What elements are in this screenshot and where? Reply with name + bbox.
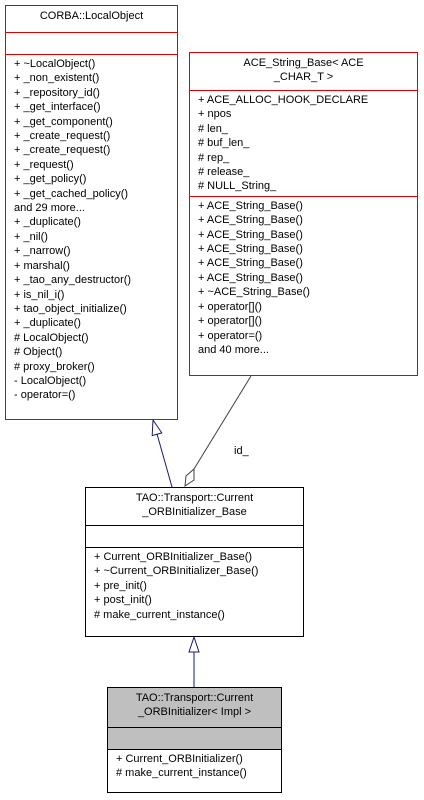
method-item: + _get_component() (14, 115, 113, 128)
attribute-item: # release_ (198, 166, 250, 179)
method-item: + ACE_String_Base() (198, 271, 303, 284)
method-item: + operator=() (198, 329, 263, 342)
method-item: + ~Current_ORBInitializer_Base() (94, 565, 259, 578)
method-item: + _duplicate() (14, 317, 81, 330)
methods-section: + ACE_String_Base() + ACE_String_Base() … (190, 197, 417, 359)
attribute-item: # NULL_String_ (198, 180, 277, 193)
inheritance-arrowhead-base (188, 635, 200, 653)
method-item: + ~LocalObject() (14, 58, 96, 70)
method-item: + ACE_String_Base() (198, 228, 303, 241)
attributes-section: + ACE_ALLOC_HOOK_DECLARE + npos # len_ #… (190, 91, 417, 197)
method-item: + tao_object_initialize() (14, 302, 127, 315)
class-title-line: TAO::Transport::Current (135, 492, 254, 504)
attributes-section-empty (86, 526, 303, 548)
attribute-item: # buf_len_ (198, 137, 250, 150)
method-item: + ACE_String_Base() (198, 214, 303, 227)
method-item: + _get_cached_policy() (14, 187, 129, 200)
method-item: + _nil() (14, 230, 48, 243)
method-item: + _duplicate() (14, 216, 81, 229)
class-title-line: TAO::Transport::Current (135, 692, 254, 704)
attribute-item: # len_ (198, 122, 228, 135)
class-ace-string-base[interactable]: ACE_String_Base< ACE _CHAR_T > + ACE_ALL… (189, 52, 418, 376)
method-item: + _get_policy() (14, 173, 87, 186)
more-methods-link[interactable]: and 40 more... (198, 343, 269, 356)
method-item: # make_current_instance() (116, 767, 247, 780)
method-item: # make_current_instance() (94, 608, 225, 621)
method-item: # proxy_broker() (14, 360, 95, 373)
method-item: + _repository_id() (14, 86, 100, 99)
method-item: # LocalObject() (14, 331, 89, 344)
method-item: + _request() (14, 158, 74, 171)
inheritance-edge-base-to-localobject (156, 433, 173, 488)
method-item: + _tao_any_destructor() (14, 274, 132, 287)
class-title-line: _ORBInitializer< Impl > (137, 706, 252, 718)
method-item: + _get_interface() (14, 101, 101, 114)
method-item: + Current_ORBInitializer_Base() (94, 551, 253, 563)
methods-section: + ~LocalObject() + _non_existent() + _re… (6, 55, 177, 405)
class-title-line: _CHAR_T > (273, 71, 334, 83)
class-current-orbinitializer-base[interactable]: TAO::Transport::Current _ORBInitializer_… (85, 487, 304, 637)
class-title-line: _ORBInitializer_Base (142, 506, 247, 518)
class-title: CORBA::LocalObject (6, 6, 177, 33)
more-methods-link[interactable]: and 29 more... (14, 202, 85, 215)
composition-diamond (184, 467, 195, 488)
method-item: + _narrow() (14, 245, 71, 258)
attribute-item: + ACE_ALLOC_HOOK_DECLARE (198, 94, 369, 106)
method-item: + ACE_String_Base() (198, 243, 303, 256)
method-item: + is_nil_i() (14, 288, 65, 301)
method-item: + operator[]() (198, 300, 262, 313)
inheritance-arrowhead-localobject (151, 418, 163, 437)
attributes-section-empty (108, 728, 281, 750)
class-current-orbinitializer-impl[interactable]: TAO::Transport::Current _ORBInitializer<… (107, 687, 282, 793)
method-item: - operator=() (14, 389, 76, 402)
class-title-line: CORBA::LocalObject (39, 10, 144, 22)
composition-edge-id (193, 375, 252, 470)
class-title: ACE_String_Base< ACE _CHAR_T > (190, 53, 417, 91)
class-title: TAO::Transport::Current _ORBInitializer<… (108, 688, 281, 728)
method-item: - LocalObject() (14, 374, 87, 387)
attributes-section-empty (6, 33, 177, 55)
attribute-item: # rep_ (198, 151, 230, 164)
method-item: + _non_existent() (14, 72, 100, 85)
method-item: + ~ACE_String_Base() (198, 286, 310, 299)
class-corba-localobject[interactable]: CORBA::LocalObject + ~LocalObject() + _n… (5, 5, 178, 420)
composition-label-id: id_ (234, 445, 249, 457)
method-item: + Current_ORBInitializer() (116, 753, 243, 765)
method-item: + ACE_String_Base() (198, 257, 303, 270)
methods-section: + Current_ORBInitializer_Base() + ~Curre… (86, 548, 303, 624)
method-item: # Object() (14, 346, 63, 359)
method-item: + operator[]() (198, 315, 262, 328)
method-item: + pre_init() (94, 579, 147, 592)
attribute-item: + npos (198, 108, 232, 121)
method-item: + post_init() (94, 594, 152, 607)
methods-section: + Current_ORBInitializer() # make_curren… (108, 750, 281, 783)
class-title: TAO::Transport::Current _ORBInitializer_… (86, 488, 303, 526)
method-item: + _create_request() (14, 144, 111, 157)
method-item: + marshal() (14, 259, 70, 272)
method-item: + ACE_String_Base() (198, 199, 303, 212)
method-item: + _create_request() (14, 130, 111, 143)
class-title-line: ACE_String_Base< ACE (243, 57, 364, 69)
